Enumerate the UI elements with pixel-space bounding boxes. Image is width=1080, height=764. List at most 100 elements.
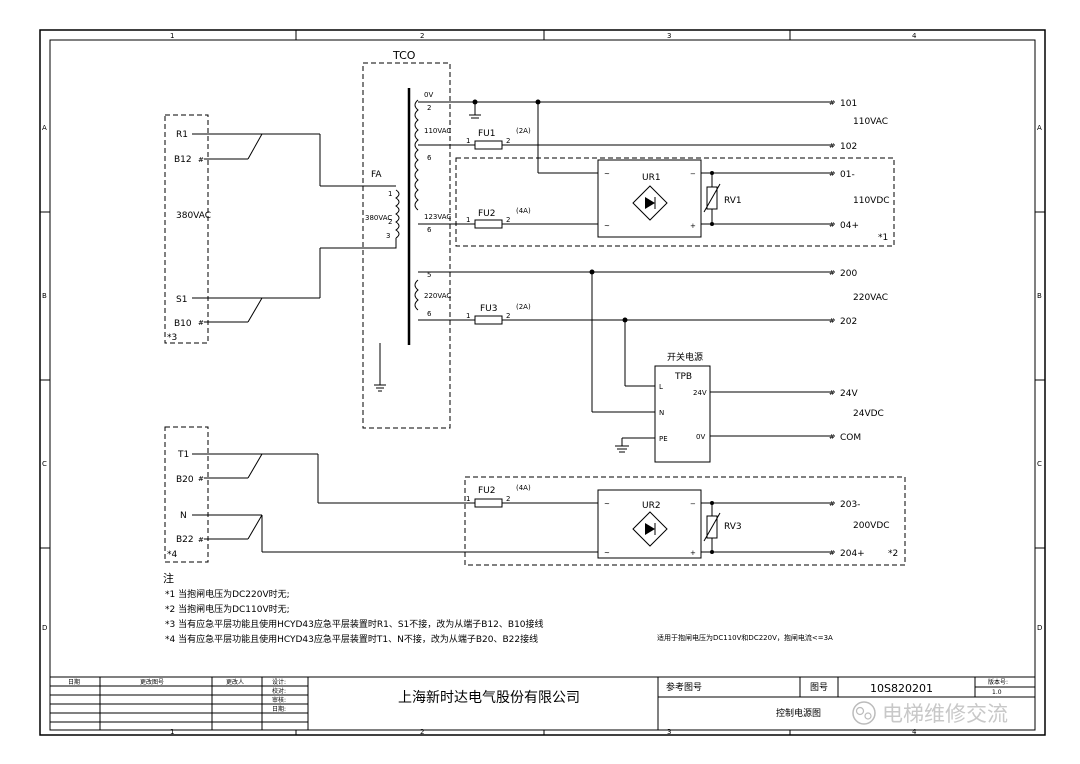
out-04: 04+ — [840, 221, 859, 231]
out-hash-04: # — [829, 221, 835, 229]
out-102: 102 — [840, 142, 857, 152]
input-voltage-label: 380VAC — [176, 211, 211, 221]
sec-pin-b: 6 — [427, 154, 432, 162]
row-label-a: A — [42, 124, 47, 132]
out-hash-24v: # — [829, 389, 835, 397]
row-label-a-right: A — [1037, 124, 1042, 132]
tb-changer: 更改人 — [226, 678, 244, 686]
terminal-t1: T1 — [177, 450, 189, 460]
rv3-label: RV3 — [724, 522, 742, 532]
tb-date: 日期 — [68, 678, 80, 686]
tb-version-label: 版本号: — [988, 678, 1008, 686]
ur1-label: UR1 — [642, 173, 661, 183]
psu-name: TPB — [674, 372, 692, 382]
tb-version: 1.0 — [992, 689, 1002, 696]
row-label-b-right: B — [1037, 292, 1042, 300]
output-terminals: # 101 110VAC # 102 # 01- # 04+ # 200 220… — [829, 99, 888, 559]
label-220vac: 220VAC — [853, 293, 888, 303]
fuse-fu1: FU1 (2A) 1 2 — [466, 127, 531, 150]
out-01: 01- — [840, 170, 855, 180]
ur2-mark: *2 — [888, 549, 898, 559]
tb-change-no: 更改图号 — [140, 678, 164, 686]
ur1-plus: + — [690, 222, 696, 230]
out-hash-102: # — [829, 142, 835, 150]
sec-pin-e: 6 — [427, 310, 432, 318]
out-202: 202 — [840, 317, 857, 327]
primary-pin-1: 1 — [388, 190, 392, 198]
tap-220vac: 220VAC — [424, 292, 451, 300]
tb-design: 设计: — [272, 678, 286, 686]
switching-psu: 开关电源 TPB L N PE 24V 0V — [654, 351, 711, 463]
notes-title: 注 — [163, 571, 174, 585]
primary-pin-3: 3 — [386, 232, 390, 240]
tb-review: 审核: — [272, 696, 286, 704]
out-hash-com: # — [829, 433, 835, 441]
fu1-label: FU1 — [478, 129, 496, 139]
tb-drawing-no: 10S820201 — [870, 682, 933, 695]
row-label-d-right: D — [1037, 624, 1042, 632]
watermark-text: 电梯维修交流 — [882, 702, 1008, 726]
terminal-b20: B20 — [176, 475, 194, 485]
tap-123vac: 123VAC — [424, 213, 451, 221]
fu3-pin1: 1 — [466, 312, 470, 320]
terminal-r1: R1 — [176, 130, 188, 140]
applicable-note: 适用于抱闸电压为DC110V和DC220V，抱闸电流<=3A — [657, 633, 833, 642]
sec-pin-c: 6 — [427, 226, 432, 234]
ur1-mark: *1 — [878, 233, 888, 243]
hash-b10: # — [198, 319, 204, 327]
ur1-minus: − — [690, 170, 696, 178]
hash-b12: # — [198, 156, 204, 164]
sec-pin-a: 2 — [427, 104, 431, 112]
row-label-c-right: C — [1037, 460, 1042, 468]
fu2-lower-rating: (4A) — [516, 484, 531, 492]
col-label-4-bottom: 4 — [912, 728, 917, 736]
title-block — [49, 676, 1036, 731]
ur2-label: UR2 — [642, 501, 661, 511]
ur1-ac2: ~ — [604, 222, 610, 230]
terminal-b10: B10 — [174, 319, 192, 329]
outer-frame — [39, 29, 1046, 736]
fu1-pin2: 2 — [506, 137, 510, 145]
brake-mark: *4 — [167, 550, 178, 560]
fuse-fu3: FU3 (2A) 1 2 — [466, 303, 531, 325]
out-hash-200: # — [829, 269, 835, 277]
fu1-rating: (2A) — [516, 127, 531, 135]
ur2-minus: − — [690, 500, 696, 508]
out-203: 203- — [840, 500, 860, 510]
input-terminal-block: R1 B12 380VAC S1 B10 *3 — [164, 114, 211, 344]
row-label-d: D — [42, 624, 47, 632]
fu2-lower-pin2: 2 — [506, 495, 510, 503]
rv1-label: RV1 — [724, 196, 742, 206]
hash-b22: # — [198, 536, 204, 544]
col-label-1: 1 — [170, 32, 174, 40]
fu2-lower-pin1: 1 — [466, 495, 470, 503]
out-101: 101 — [840, 99, 857, 109]
row-label-c: C — [42, 460, 47, 468]
fu3-label: FU3 — [480, 304, 498, 314]
input-mark: *3 — [167, 333, 177, 343]
tb-company: 上海新时达电气股份有限公司 — [398, 690, 580, 706]
primary-voltage: 380VAC — [365, 214, 392, 222]
out-hash-101: # — [829, 99, 835, 107]
fu2-lower-label: FU2 — [478, 486, 496, 496]
out-hash-204: # — [829, 549, 835, 557]
out-com: COM — [840, 433, 861, 443]
psu-pin-24v: 24V — [693, 389, 707, 397]
fu3-pin2: 2 — [506, 312, 510, 320]
psu-pin-0v: 0V — [696, 433, 705, 441]
note-3: *3 当有应急平层功能且使用HCYD43应急平层装置时R1、S1不接，改为从端子… — [165, 618, 544, 630]
ur2-ac2: ~ — [604, 549, 610, 557]
fu2-upper-label: FU2 — [478, 209, 496, 219]
terminal-s1: S1 — [176, 295, 187, 305]
note-4: *4 当有应急平层功能且使用HCYD43应急平层装置时T1、N不接，改为从端子B… — [165, 633, 538, 645]
fu3-rating: (2A) — [516, 303, 531, 311]
out-hash-202: # — [829, 317, 835, 325]
psu-pin-n: N — [659, 409, 664, 417]
note-1: *1 当抱闸电压为DC220V时无; — [165, 588, 290, 600]
terminal-n: N — [180, 511, 187, 521]
fuse-fu2-lower: FU2 (4A) 1 2 — [466, 484, 531, 508]
tb-drawing-no-label: 图号 — [810, 682, 828, 693]
ur2-plus: + — [690, 549, 696, 557]
primary-pin-2: 2 — [388, 218, 392, 226]
fu2-upper-pin1: 1 — [466, 216, 470, 224]
